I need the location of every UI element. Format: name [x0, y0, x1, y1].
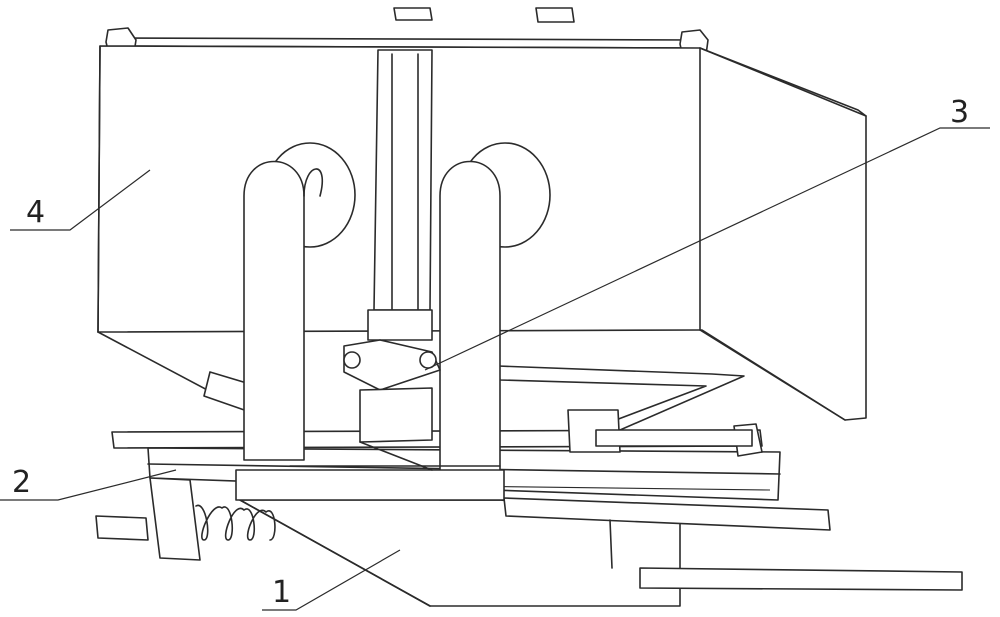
clamp-block [359, 387, 433, 471]
callout-label-3: 3 [950, 95, 969, 130]
center-cylinder [367, 49, 433, 341]
u-arm-right [439, 160, 501, 501]
callout-leaders [0, 127, 990, 611]
u-arm-left [243, 160, 323, 461]
u-arm-crossbar [235, 465, 505, 501]
outrigger-plates [503, 497, 963, 591]
slider-block [567, 409, 753, 453]
lever-link [343, 339, 441, 391]
spring-assembly [95, 477, 276, 561]
callout-label-4: 4 [26, 195, 45, 230]
callout-label-1: 1 [272, 575, 291, 610]
callout-label-2: 2 [12, 465, 31, 500]
